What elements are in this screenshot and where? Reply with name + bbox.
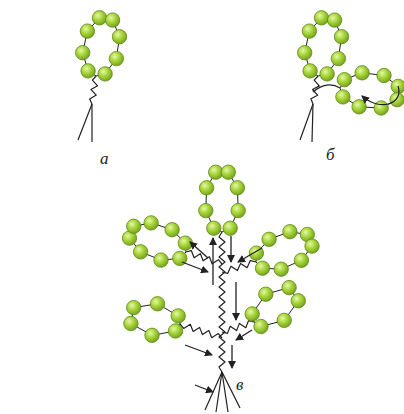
- bead: [92, 11, 106, 25]
- bead: [336, 90, 350, 104]
- bead: [334, 30, 348, 44]
- direction-arrow: [185, 345, 212, 355]
- direction-arrow: [230, 236, 231, 262]
- bead: [112, 30, 126, 44]
- bead: [154, 253, 168, 267]
- bead: [327, 13, 341, 27]
- bead: [150, 297, 164, 311]
- bead: [245, 307, 259, 321]
- wire-line: [300, 104, 313, 140]
- arrow-group: [182, 86, 399, 392]
- bead: [294, 253, 308, 267]
- bead: [302, 24, 316, 38]
- twisted-wire: [219, 232, 225, 372]
- wire-line: [312, 104, 313, 142]
- bead: [199, 203, 213, 217]
- bead: [127, 300, 141, 314]
- bead: [291, 294, 305, 308]
- bead: [355, 66, 369, 80]
- wire-line: [313, 85, 340, 92]
- bead: [81, 64, 95, 78]
- bead: [127, 219, 141, 233]
- wire-line: [216, 372, 222, 412]
- bead: [320, 67, 334, 81]
- bead: [277, 313, 291, 327]
- bead: [133, 245, 147, 259]
- bead: [262, 232, 276, 246]
- direction-arrow: [362, 86, 399, 105]
- bead: [374, 101, 388, 115]
- bead: [377, 68, 391, 82]
- bead: [223, 221, 237, 235]
- bead: [165, 223, 179, 237]
- direction-arrow: [238, 248, 262, 262]
- direction-arrow: [190, 242, 208, 258]
- bead: [331, 51, 345, 65]
- bead: [282, 280, 296, 294]
- twisted-wire: [180, 324, 222, 338]
- bead: [231, 203, 245, 217]
- bead: [199, 181, 213, 195]
- panel-letter: а: [100, 150, 109, 167]
- bead: [80, 24, 94, 38]
- bead: [168, 324, 182, 338]
- direction-arrow: [231, 345, 232, 368]
- bead: [207, 221, 221, 235]
- direction-arrow: [235, 282, 236, 320]
- wire-group: [78, 18, 398, 412]
- bead-group: [76, 11, 404, 343]
- bead: [124, 316, 138, 330]
- bead: [76, 46, 90, 60]
- bead: [337, 73, 351, 87]
- wire-line: [78, 104, 92, 140]
- wire-line: [91, 104, 92, 142]
- bead: [314, 11, 328, 25]
- bead: [171, 309, 185, 323]
- bead: [109, 51, 123, 65]
- panel-letter: б: [326, 146, 335, 163]
- bead: [274, 262, 288, 276]
- direction-arrow: [182, 262, 208, 272]
- direction-arrow: [236, 330, 252, 340]
- bead: [390, 93, 404, 107]
- bead: [298, 46, 312, 60]
- bead: [221, 165, 235, 179]
- bead: [230, 181, 244, 195]
- bead: [145, 328, 159, 342]
- panel-letter: в: [236, 376, 243, 393]
- bead: [259, 287, 273, 301]
- bead: [283, 225, 297, 239]
- twisted-wire: [90, 76, 98, 104]
- bead: [105, 13, 119, 27]
- bead: [98, 67, 112, 81]
- twisted-wire: [222, 261, 256, 274]
- direction-arrow: [195, 385, 213, 392]
- direction-arrow: [212, 238, 213, 285]
- bead: [255, 261, 269, 275]
- twisted-wire: [186, 251, 222, 264]
- bead: [144, 216, 158, 230]
- bead: [254, 319, 268, 333]
- bead: [305, 239, 319, 253]
- bead: [303, 64, 317, 78]
- bead: [352, 100, 366, 114]
